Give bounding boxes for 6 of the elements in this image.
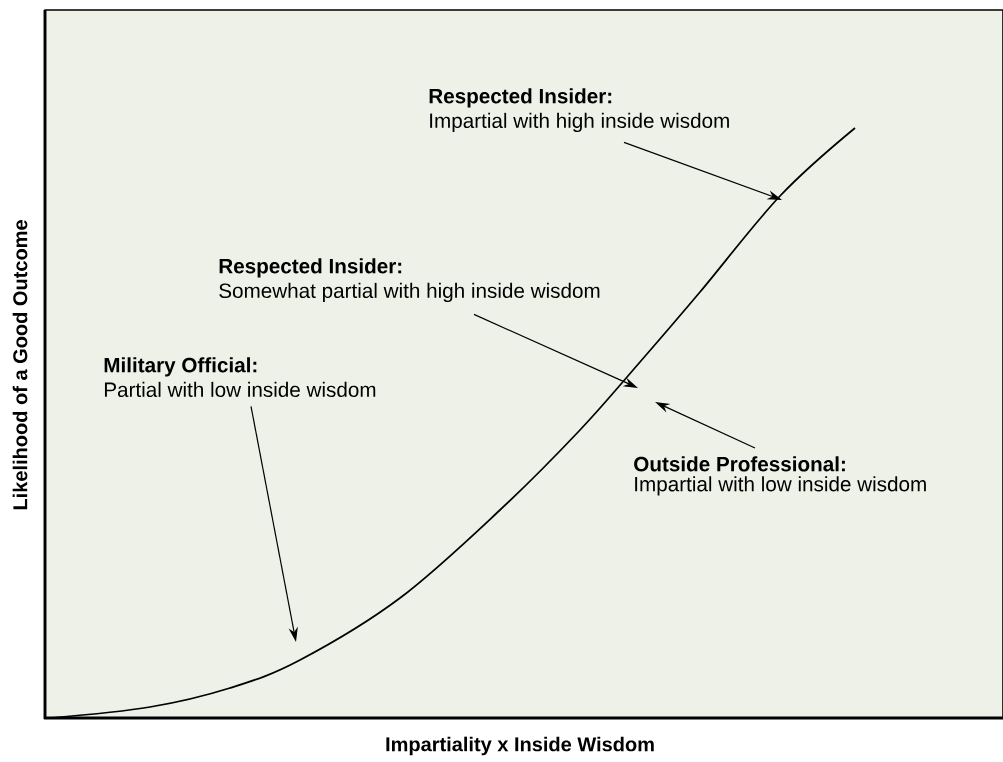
axis-title: Impartiality x Inside Wisdom [386,736,654,756]
annotation-text: Respected Insider: Impartial with high inside wisdom [429,88,729,133]
axis-title: Likelihood of a Good Outcome [12,220,28,510]
annotation-text: Respected Insider: Somewhat partial with high inside wisdom [219,258,600,303]
annotation-text: Military Official: Partial with low inside wisdom [104,357,376,398]
annotation-text: Outside Professional: Impartial with low inside wisdom [634,456,926,496]
